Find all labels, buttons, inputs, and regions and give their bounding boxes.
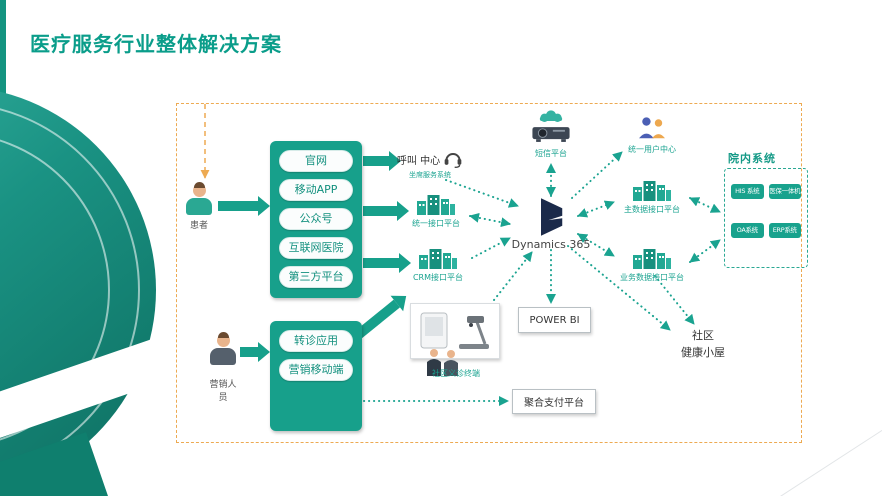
projector-cloud-icon: [532, 110, 570, 142]
arrow-patient-to-channels: [218, 196, 270, 216]
power-bi-box: POWER BI: [518, 307, 591, 333]
building-icon: [633, 181, 671, 201]
user-center-node: 统一用户中心: [618, 116, 686, 155]
marketer-icon: [216, 332, 230, 347]
biz-api-node: 业务数据接口平台: [616, 246, 688, 283]
arrow-channels-to-crm-api: [363, 253, 411, 273]
call-center-sub-label: 坐席服务系统: [409, 171, 451, 179]
marketer-actor: 营销人员: [208, 332, 238, 403]
sms-platform-node: 短信平台: [516, 110, 586, 159]
people-pair-icon: [427, 349, 458, 376]
biz-api-label: 业务数据接口平台: [620, 273, 684, 282]
terminal-devices-icon: [420, 312, 489, 349]
hospital-systems-box: HIS 系统 医保一体机 OA系统 ERP系统: [724, 168, 808, 268]
channel-item-internet-hospital: 互联网医院: [279, 237, 353, 259]
arrow-marketer-to-marketing-block: [240, 342, 270, 362]
hospital-item-yibao: 医保一体机: [768, 184, 801, 199]
channel-item-mobile-app: 移动APP: [279, 179, 353, 201]
patient-icon: [192, 182, 206, 197]
payment-platform-box: 聚合支付平台: [512, 389, 596, 414]
page-title: 医疗服务行业整体解决方案: [30, 32, 282, 56]
building-icon: [417, 195, 455, 215]
channel-item-wechat: 公众号: [279, 208, 353, 230]
users-icon: [639, 117, 665, 139]
marketing-item-mobile: 营销移动端: [279, 359, 353, 381]
channel-item-third-party: 第三方平台: [279, 266, 353, 288]
crm-api-node: CRM接口平台: [406, 246, 470, 283]
headset-icon: [444, 153, 462, 168]
call-center-node: 呼叫 中心 坐席服务系统: [392, 150, 468, 180]
building-icon: [419, 249, 457, 269]
decorative-circle-image: [0, 86, 156, 494]
dynamics-365-logo-icon: [541, 198, 563, 236]
unified-api-node: 统一接口平台: [404, 192, 468, 229]
mdm-api-label: 主数据接口平台: [624, 205, 680, 214]
arrow-channels-to-callcenter: [363, 151, 401, 171]
sms-platform-label: 短信平台: [535, 149, 567, 158]
hospital-item-erp: ERP系统: [768, 223, 801, 238]
power-bi-label: POWER BI: [529, 314, 580, 326]
marketing-block: 转诊应用 营销移动端: [270, 321, 362, 431]
diagram-frame: [176, 103, 802, 443]
mdm-api-node: 主数据接口平台: [616, 178, 688, 215]
payment-platform-label: 聚合支付平台: [524, 398, 584, 409]
patient-label: 患者: [189, 221, 208, 231]
building-icon: [633, 249, 671, 269]
unified-api-label: 统一接口平台: [412, 219, 460, 228]
user-center-label: 统一用户中心: [628, 145, 676, 154]
crm-api-label: CRM接口平台: [412, 273, 464, 282]
dynamics-label: Dynamics 365: [511, 238, 591, 251]
hospital-systems-title: 院内系统: [728, 152, 776, 165]
marketing-item-referral-app: 转诊应用: [279, 330, 353, 352]
channel-block: 官网 移动APP 公众号 互联网医院 第三方平台: [270, 141, 362, 298]
terminal-box: [410, 303, 500, 359]
channel-item-official-site: 官网: [279, 150, 353, 172]
dynamics-node: Dynamics 365: [512, 198, 590, 251]
terminal-label: 社区义诊终端: [432, 369, 480, 378]
marketer-label: 营销人员: [209, 380, 237, 403]
hospital-item-oa: OA系统: [731, 223, 764, 238]
patient-actor: 患者: [184, 182, 214, 231]
arrow-channels-to-unified-api: [363, 201, 409, 221]
hospital-item-his: HIS 系统: [731, 184, 764, 199]
community-house-label: 社区 健康小屋: [681, 329, 725, 359]
call-center-label: 呼叫 中心: [396, 155, 441, 167]
